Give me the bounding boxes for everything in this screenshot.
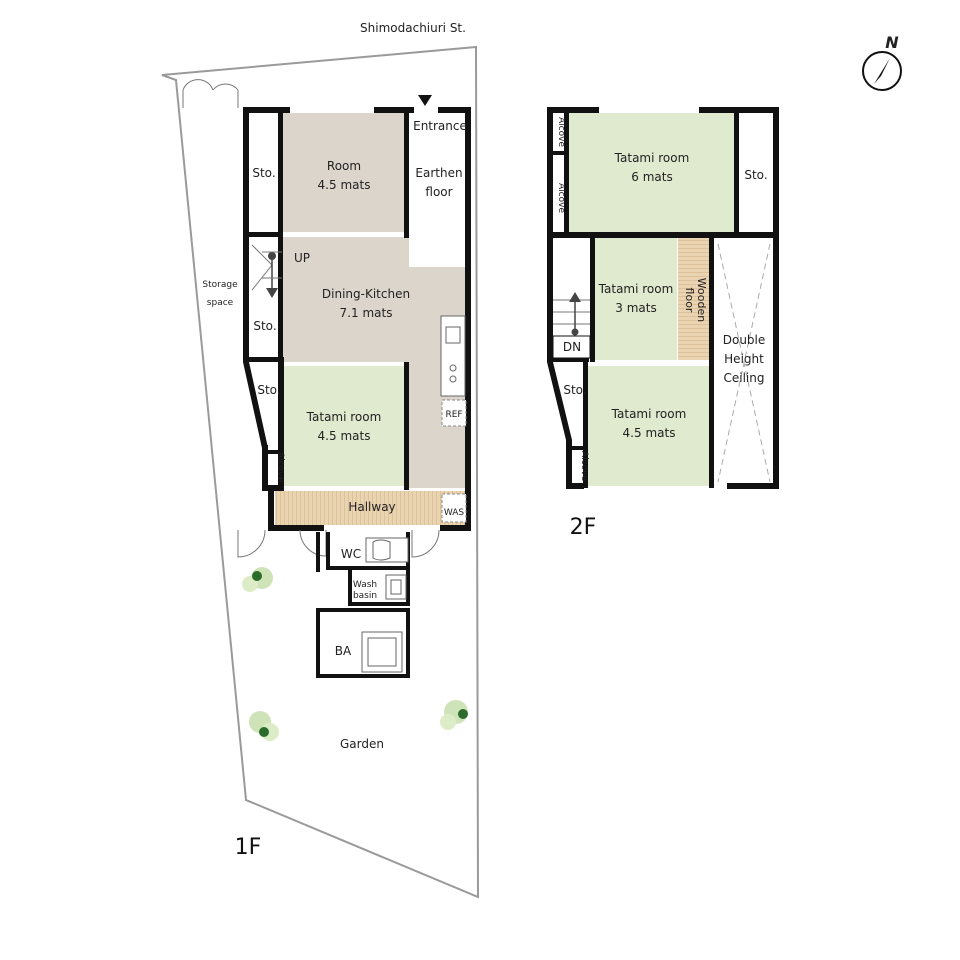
storage-label-3: Sto. [257,383,280,397]
storage-label-2: Sto. [253,319,276,333]
tatami-3-size: 3 mats [615,301,656,315]
plant-icon [242,567,273,592]
stair-start-icon [268,252,276,260]
wash-basin-icon [385,574,407,600]
double-height-line2: Height [724,352,764,366]
dining-kitchen-size: 7.1 mats [340,306,393,320]
ref-label: REF [445,410,462,420]
room-size: 4.5 mats [318,178,371,192]
earthen-floor-line2: floor [425,185,452,199]
stove-icon [449,364,457,372]
plant-icon [249,711,279,741]
entrance-arrow-icon [418,95,432,106]
hallway-label: Hallway [348,500,395,514]
entrance-label: Entrance [413,119,467,133]
stair-arrow-icon [266,288,278,298]
tatami-3-name: Tatami room [598,282,674,296]
floor-2-label: 2F [570,515,597,540]
garden-door-icon [237,529,266,558]
tatami-1f-fill [284,366,406,486]
storage-space-line1: Storage [202,280,238,290]
double-height-line3: Ceiling [724,371,765,385]
lot-boundary [161,45,480,899]
bath-label: BA [335,644,352,658]
tatami-6-name: Tatami room [614,151,690,165]
compass: N [862,33,902,91]
alcove-label-1: Alcove [556,117,566,147]
storage-space-line2: space [207,298,234,308]
tatami-1f-size: 4.5 mats [318,429,371,443]
toilet-icon [365,537,409,563]
stairs-2f [552,292,591,359]
plant-icon [440,700,468,730]
street-label: Shimodachiuri St. [360,21,466,35]
wooden-floor-line2: floor [683,288,696,313]
compass-needle-icon [874,58,890,84]
gate-icon [182,79,214,108]
hallway-fill [275,491,470,525]
garden-label: Garden [340,737,384,751]
tatami-1f-name: Tatami room [306,410,382,424]
storage-label: Sto. [252,166,275,180]
tatami-6-size: 6 mats [631,170,672,184]
tatami-6-fill [569,113,734,232]
was-label: WAS [444,508,465,518]
room-4-5-fill [283,113,407,232]
refrigerator-icon [441,399,467,427]
wash-basin-line1: Wash [353,580,377,590]
stairs-1f [251,244,282,298]
storage-2f-label-2: Sto. [563,383,586,397]
tatami-45-name: Tatami room [611,407,687,421]
floor-2: Alcove Alcove Tatami room 6 mats Sto. Ta… [547,107,779,540]
washer-icon [441,493,467,523]
alcove-label-3: Alcove [579,451,589,481]
floor-1: Sto. Room 4.5 mats Entrance Earthen floo… [161,45,480,899]
storage-2f-label: Sto. [744,168,767,182]
wooden-floor-line1: Wooden [695,278,708,322]
dining-kitchen-name: Dining-Kitchen [322,287,410,301]
double-height-line1: Double [723,333,766,347]
compass-label: N [885,33,899,52]
tatami-45-size: 4.5 mats [623,426,676,440]
wooden-floor-fill [678,238,710,360]
alcove-label: Alcove [275,452,285,482]
sink-icon [445,326,461,344]
tatami-3-fill [595,238,677,360]
bathtub-icon [361,631,403,673]
room-name: Room [327,159,361,173]
wc-label: WC [341,547,361,561]
stair-arrow-icon [569,292,581,302]
stairs-down-label: DN [563,340,581,354]
alcove-label-2: Alcove [556,183,566,213]
earthen-floor-line1: Earthen [415,166,462,180]
stairs-up-label: UP [294,251,310,265]
wash-basin-line2: basin [353,591,377,601]
tatami-45-fill [588,366,710,486]
floor-1-label: 1F [235,835,262,860]
kitchen-counter [440,315,466,397]
